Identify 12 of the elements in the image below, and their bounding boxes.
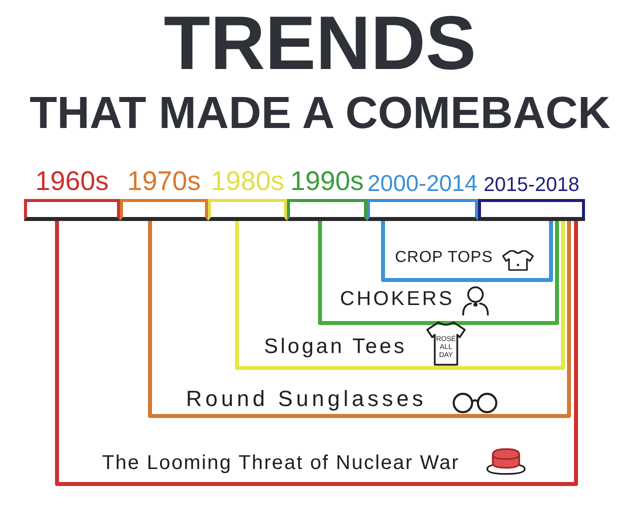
diagram-title: TRENDS THAT MADE A COMEBACK	[28, 2, 612, 140]
era-label: 2015-2018	[484, 173, 580, 197]
era-label: 1990s	[290, 166, 364, 197]
bracket-line	[235, 221, 565, 370]
era-label: 1980s	[210, 166, 284, 197]
bracket-line	[55, 221, 578, 486]
bracket-line	[381, 221, 553, 282]
era-label: 1970s	[127, 166, 201, 197]
bracket-line	[148, 221, 571, 418]
bracket-line	[318, 221, 559, 325]
era-label: 2000-2014	[368, 170, 478, 197]
era-label: 1960s	[35, 166, 109, 197]
